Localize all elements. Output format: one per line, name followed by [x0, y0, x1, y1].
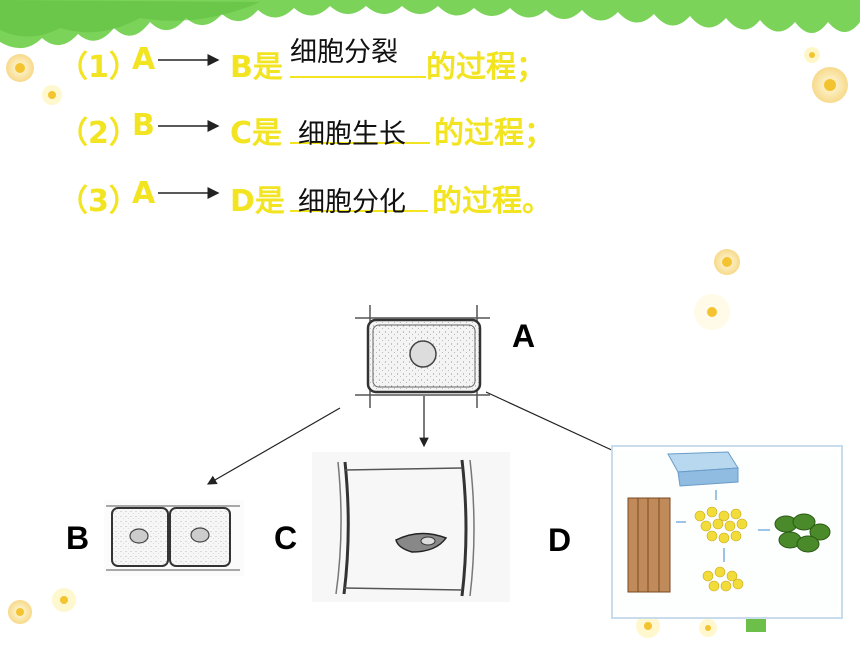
label-c: C	[274, 520, 298, 556]
question-to: D是	[230, 184, 285, 219]
question-end: 的过程；	[434, 116, 554, 151]
question-from: A	[132, 42, 156, 77]
answer-text: 细胞分裂	[290, 37, 398, 68]
label-b: B	[66, 520, 90, 556]
question-number: （2）	[58, 116, 139, 151]
answer-text: 细胞分化	[298, 187, 406, 218]
arrow-to-b	[206, 407, 341, 485]
answer-blank	[290, 210, 428, 212]
question-number: （3）	[58, 184, 139, 219]
cell-c-image	[312, 452, 510, 602]
flower-decoration	[6, 47, 848, 638]
cell-d-image	[611, 445, 843, 619]
question-end: 的过程；	[426, 50, 546, 85]
answer-blank	[290, 76, 426, 78]
corner-badge	[746, 618, 766, 632]
question-to: B是	[230, 50, 283, 85]
question-to: C是	[230, 116, 283, 151]
question-number: （1）	[58, 50, 139, 85]
green-bunting	[0, 0, 860, 49]
question-from: B	[132, 108, 155, 143]
label-d: D	[548, 522, 572, 558]
answer-text: 细胞生长	[298, 119, 406, 150]
label-a: A	[512, 318, 536, 354]
question-from: A	[132, 176, 156, 211]
arrow-to-d	[485, 391, 617, 453]
answer-blank	[290, 142, 430, 144]
question-end: 的过程。	[432, 184, 552, 219]
cell-a-image	[355, 305, 490, 408]
cell-b-image	[104, 500, 244, 576]
